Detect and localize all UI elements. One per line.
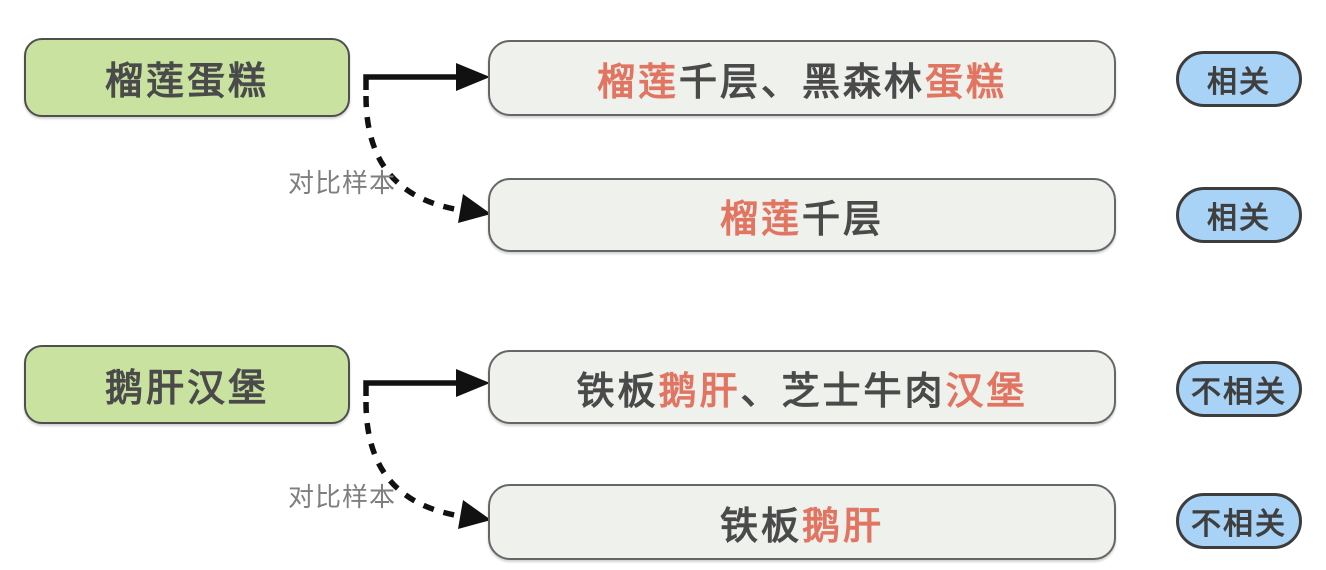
relevance-badge-1: 相关 [1176, 51, 1302, 107]
result-box-foiegras-pair: 铁板鹅肝、芝士牛肉汉堡 [488, 350, 1116, 424]
badge-label: 不相关 [1191, 508, 1287, 541]
highlighted-term: 榴莲 [596, 61, 679, 104]
contrast-sample-label-1: 对比样本 [288, 168, 397, 198]
solid-arrow-2 [363, 369, 490, 397]
query-label: 榴莲蛋糕 [104, 61, 269, 103]
plain-term: 铁板 [719, 505, 802, 548]
result-box-durian-pair: 榴莲千层、黑森林蛋糕 [488, 40, 1116, 116]
highlighted-term: 汉堡 [945, 370, 1028, 413]
query-box-foiegras-burger: 鹅肝汉堡 [24, 345, 350, 424]
solid-arrow-1 [363, 63, 490, 91]
plain-term: 千层 [802, 198, 885, 241]
highlighted-term: 鹅肝 [658, 370, 741, 413]
relevance-badge-4: 不相关 [1176, 493, 1302, 549]
query-label: 鹅肝汉堡 [104, 368, 269, 410]
contrast-sample-label-2: 对比样本 [288, 482, 397, 512]
badge-label: 不相关 [1191, 376, 1287, 409]
badge-label: 相关 [1207, 66, 1271, 99]
highlighted-term: 鹅肝 [802, 505, 885, 548]
highlighted-term: 蛋糕 [925, 61, 1008, 104]
relevance-badge-2: 相关 [1176, 187, 1302, 243]
query-box-durian-cake: 榴莲蛋糕 [24, 38, 350, 117]
result-box-foiegras-contrast: 铁板鹅肝 [488, 484, 1116, 560]
plain-term: 铁板 [576, 370, 659, 413]
dashed-arrow-1 [363, 95, 491, 223]
plain-term: 千层、黑森林 [678, 61, 925, 104]
badge-label: 相关 [1207, 202, 1271, 235]
plain-term: 、芝士牛肉 [740, 370, 946, 413]
highlighted-term: 榴莲 [719, 198, 802, 241]
relevance-badge-3: 不相关 [1176, 361, 1302, 417]
result-box-durian-contrast: 榴莲千层 [488, 178, 1116, 252]
